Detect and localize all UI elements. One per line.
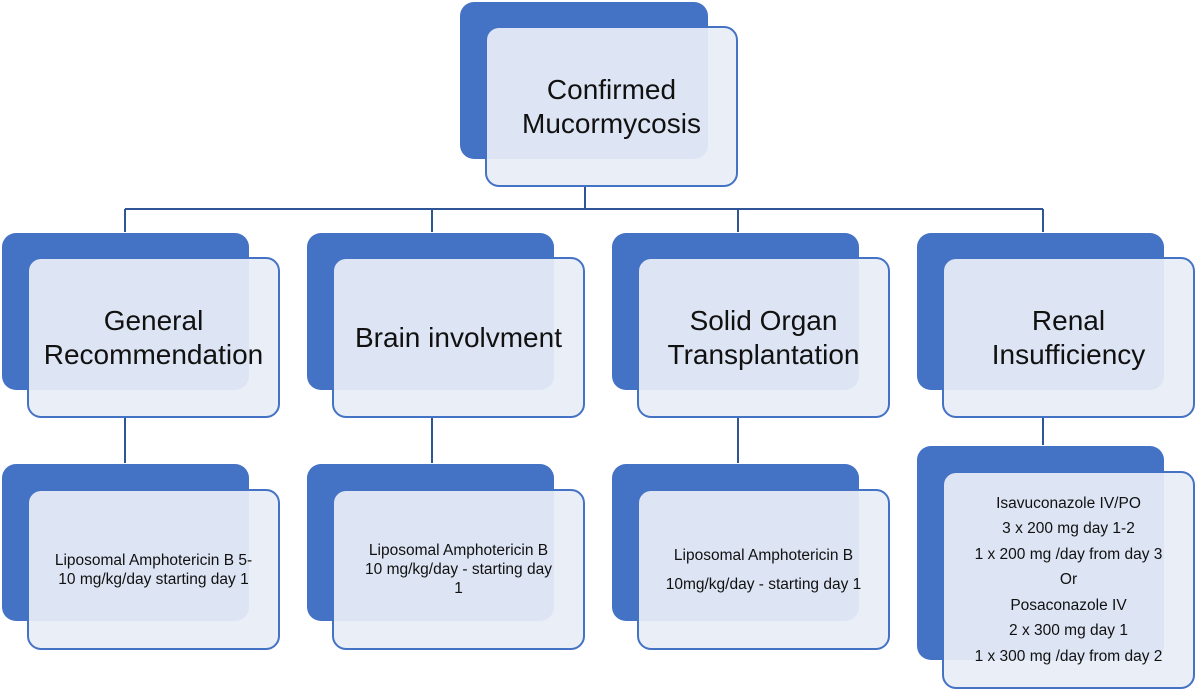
category-general-title-line-1: General bbox=[103, 304, 204, 336]
treatment-general-line-2: 10 mg/kg/day starting day 1 bbox=[58, 570, 249, 588]
category-general-card: General Recommendation bbox=[27, 257, 280, 418]
root-node-card: Confirmed Mucormycosis bbox=[485, 26, 738, 187]
category-brain-card: Brain involvment bbox=[332, 257, 585, 418]
treatment-renal-line-7: 1 x 300 mg /day from day 2 bbox=[974, 647, 1163, 665]
treatment-general-line-1: Liposomal Amphotericin B 5- bbox=[54, 551, 253, 569]
treatment-transplant-card: Liposomal Amphotericin B 10mg/kg/day - s… bbox=[637, 489, 890, 650]
root-title-line-2: Mucormycosis bbox=[522, 107, 701, 139]
treatment-brain-line-3: 1 bbox=[454, 580, 463, 597]
treatment-renal-line-2: 3 x 200 mg day 1-2 bbox=[1002, 520, 1135, 538]
treatment-general-card: Liposomal Amphotericin B 5- 10 mg/kg/day… bbox=[27, 489, 280, 650]
treatment-transplant-line-2: 10mg/kg/day - starting day 1 bbox=[665, 575, 862, 593]
category-transplant-title-line-2: Transplantation bbox=[667, 338, 860, 370]
category-renal-card: Renal Insufficiency bbox=[942, 257, 1195, 418]
root-title-line-1: Confirmed bbox=[546, 73, 677, 105]
category-transplant-card: Solid Organ Transplantation bbox=[637, 257, 890, 418]
category-brain-title-line-1: Brain involvment bbox=[355, 321, 562, 353]
category-general-title-line-2: Recommendation bbox=[43, 338, 264, 370]
category-transplant-title-line-1: Solid Organ bbox=[689, 304, 838, 336]
treatment-transplant-line-1: Liposomal Amphotericin B bbox=[673, 546, 854, 564]
treatment-renal-line-5: Posaconazole IV bbox=[1010, 596, 1127, 614]
treatment-brain-line-2: 10 mg/kg/day - starting day bbox=[365, 561, 552, 578]
treatment-renal-line-4: Or bbox=[1059, 571, 1078, 589]
treatment-renal-card: Isavuconazole IV/PO 3 x 200 mg day 1-2 1… bbox=[942, 471, 1195, 689]
treatment-renal-line-1: Isavuconazole IV/PO bbox=[996, 494, 1141, 512]
treatment-renal-line-6: 2 x 300 mg day 1 bbox=[1009, 622, 1128, 640]
treatment-renal-line-3: 1 x 200 mg /day from day 3 bbox=[974, 545, 1163, 563]
category-renal-title-line-1: Renal bbox=[1031, 304, 1106, 336]
treatment-brain-line-1: Liposomal Amphotericin B bbox=[368, 542, 549, 559]
treatment-brain-card: Liposomal Amphotericin B 10 mg/kg/day - … bbox=[332, 489, 585, 650]
category-renal-title-line-2: Insufficiency bbox=[991, 338, 1146, 370]
